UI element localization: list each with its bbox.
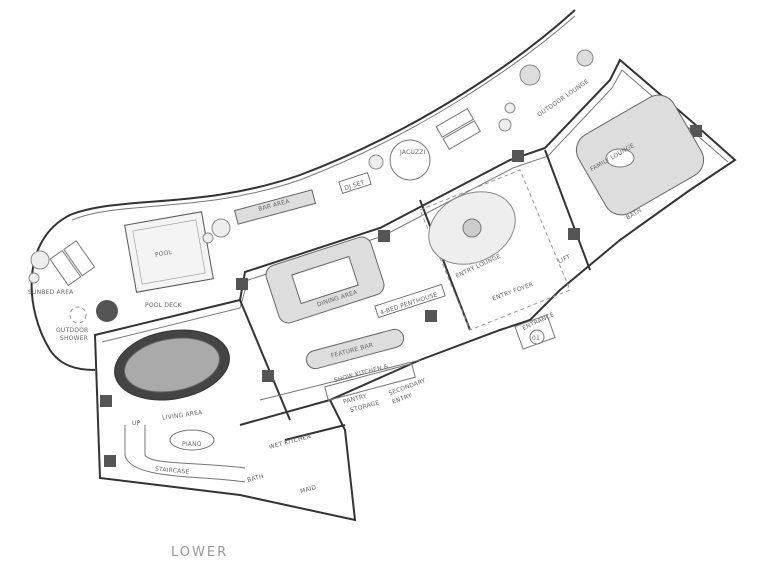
jacuzzi (389, 139, 431, 181)
living-rug-inner (124, 337, 220, 393)
wall (419, 199, 471, 331)
label-lift: LIFT (557, 253, 572, 265)
feature-bar (305, 328, 405, 370)
label-sunbed-area: SUNBED AREA (28, 289, 74, 296)
wall (239, 399, 331, 426)
pool (124, 211, 214, 293)
coffee-table (462, 218, 482, 238)
label-piano: PIANO (182, 441, 202, 448)
level-label: LOWER (171, 545, 228, 560)
label-jacuzzi: JACUZZI (399, 149, 426, 156)
label-maid: MAID (299, 484, 317, 495)
label-living-area: LIVING AREA (162, 409, 204, 422)
columns (100, 125, 702, 467)
bar-area-strip (233, 189, 317, 225)
building-outline (93, 58, 737, 522)
show-kitchen-counter (324, 362, 416, 402)
label-outdoor-lounge: OUTDOOR LOUNGE (536, 78, 590, 119)
label-outdoor: OUTDOOR (56, 327, 88, 334)
wall (544, 149, 591, 271)
family-table (605, 148, 635, 168)
entry-lounge-zone (419, 169, 571, 331)
dj-set-box (338, 172, 372, 194)
label-entrance-number: 01 (532, 335, 540, 342)
sunbeds (49, 240, 96, 287)
wall (284, 424, 346, 441)
label-pool: POOL (155, 249, 174, 259)
wall (239, 299, 291, 421)
wall (259, 359, 421, 401)
penthouse-label-box (374, 283, 446, 319)
outdoor-shower (69, 306, 87, 324)
terrace-inner-edge (71, 15, 576, 221)
staircase (124, 425, 246, 483)
sunbeds-jacuzzi (435, 108, 482, 150)
label-entry-foyer: ENTRY FOYER (491, 281, 534, 302)
piano (169, 429, 215, 451)
terrace-outline (30, 9, 576, 371)
label-bath-lower: BATH (246, 473, 264, 484)
entrance-marker (529, 329, 545, 345)
label-up: UP (132, 420, 141, 427)
building-inner (101, 69, 729, 343)
label-staircase: STAIRCASE (155, 466, 190, 476)
dining-table (291, 255, 359, 305)
planters (28, 49, 594, 322)
family-lounge-rug (575, 94, 705, 216)
label-pool-deck: POOL DECK (145, 302, 183, 309)
label-show-kitchen: SHOW KITCHEN & (333, 363, 389, 384)
label-shower: SHOWER (60, 335, 88, 342)
label-wet-kitchen: WET KITCHEN (268, 433, 312, 451)
